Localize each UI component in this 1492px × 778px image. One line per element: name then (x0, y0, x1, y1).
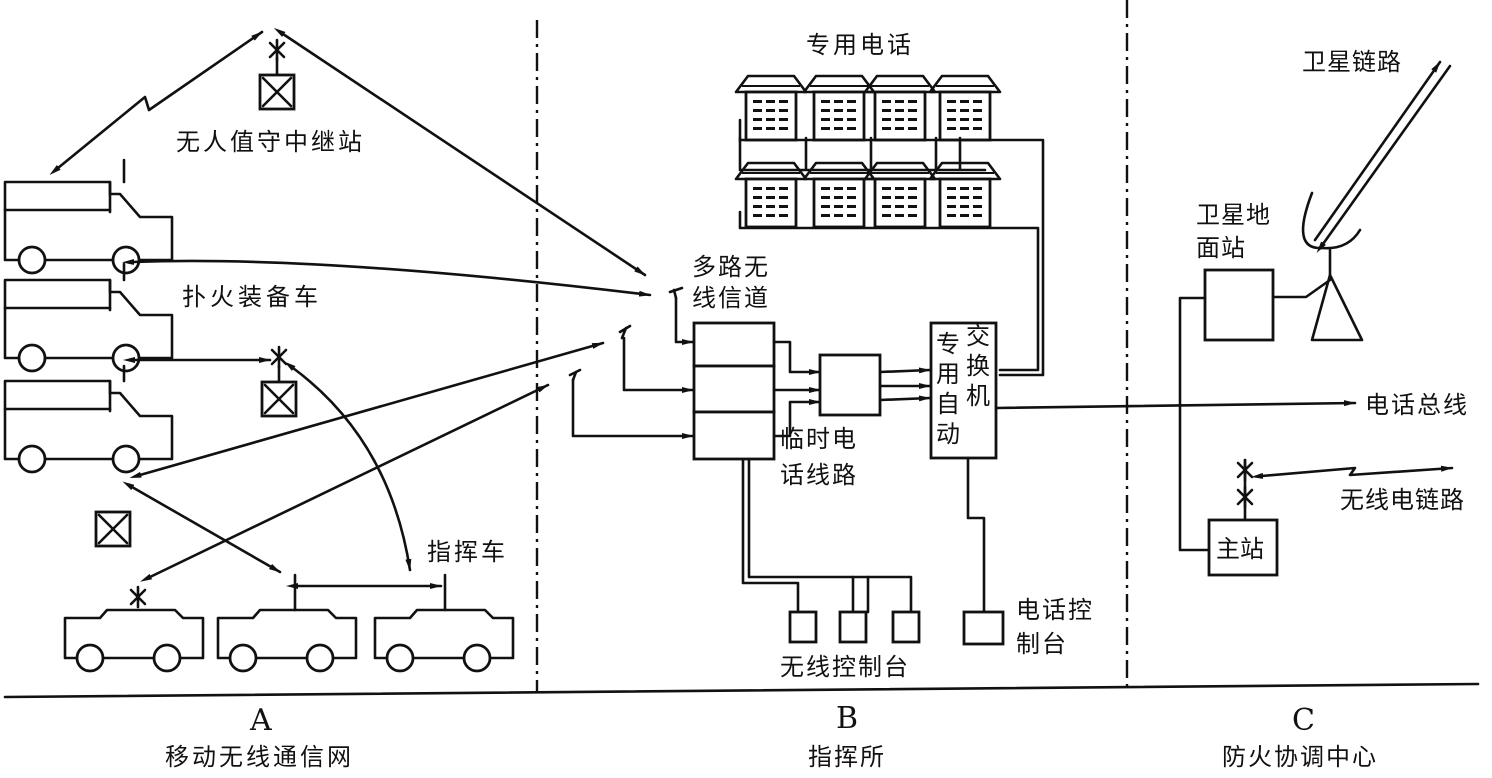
fire-trucks-label: 扑火装备车 (182, 283, 322, 311)
radio-channel-3 (692, 410, 776, 461)
satellite-link-label: 卫星链路 (1302, 48, 1402, 76)
dedicated-phones-label: 专用电话 (806, 31, 914, 59)
radio-console-wiring (741, 458, 913, 614)
svg-text:换: 换 (966, 352, 990, 380)
temp-phone-label-2: 话线路 (780, 461, 858, 489)
phone-row-1 (734, 74, 1002, 172)
svg-text:机: 机 (966, 382, 990, 410)
radio-link-truck-relay (49, 30, 264, 175)
channel3-to-temp (772, 399, 822, 438)
auto-exchange-label: 专 用 自 动 交 换 机 (936, 322, 990, 448)
phone-bus-label: 电话总线 (1365, 391, 1469, 419)
relay-station-low (94, 510, 132, 548)
section-a-name: 移动无线通信网 (165, 743, 354, 771)
channel1-to-temp (772, 340, 822, 375)
svg-text:动: 动 (936, 420, 960, 448)
radio-console-3 (891, 610, 921, 644)
svg-text:专: 专 (936, 330, 960, 358)
section-c-letter: C (1292, 703, 1315, 738)
phone-bus-line (994, 400, 1357, 410)
radio-console-2 (838, 610, 868, 644)
link-cross-car2 (122, 481, 282, 574)
phone-console-label-1: 电话控 (1016, 596, 1094, 624)
section-c-name: 防火协调中心 (1222, 743, 1378, 771)
radio-channel-1 (692, 321, 776, 368)
baseline (3, 682, 1480, 699)
exchange-to-console (966, 456, 986, 614)
satellite-link-beam (1313, 60, 1452, 253)
satellite-ground-label-2: 面站 (1196, 234, 1246, 262)
phone-line-row2 (738, 210, 1040, 372)
phone-console-label-2: 制台 (1016, 630, 1068, 658)
fire-truck-2 (3, 262, 174, 373)
link-relay-to-hq (273, 27, 647, 277)
section-a-letter: A (249, 703, 272, 738)
command-car-label: 指挥车 (427, 538, 508, 566)
radio-console-label: 无线控制台 (780, 653, 910, 681)
section-b-name: 指挥所 (808, 743, 886, 771)
radio-link-zigzag (1251, 465, 1454, 479)
link-relay-command-car (284, 361, 412, 572)
relay-station-top (258, 38, 296, 111)
radio-antennas (568, 286, 695, 439)
section-b-letter: B (836, 701, 858, 736)
fire-truck-1 (3, 158, 174, 275)
satellite-ground-station-box (1203, 268, 1275, 342)
link-truck2-hq (122, 258, 652, 297)
temp-phone-label-1: 临时电 (780, 425, 858, 453)
radio-channel-2 (692, 364, 776, 414)
temp-phone-line-box (818, 353, 882, 417)
main-station-label: 主站 (1216, 535, 1264, 563)
phone-row-2 (734, 161, 1002, 229)
phone-console (962, 610, 1005, 646)
relay-station-mid (260, 345, 298, 418)
satellite-dish-icon (1271, 191, 1364, 342)
satellite-ground-label-1: 卫星地 (1196, 201, 1271, 229)
radio-console-1 (788, 610, 818, 644)
svg-text:交: 交 (966, 322, 990, 350)
relay-station-label: 无人值守中继站 (176, 128, 365, 156)
svg-text:自: 自 (936, 390, 960, 418)
svg-text:用: 用 (936, 360, 960, 388)
multi-radio-label-1: 多路无 (692, 253, 770, 281)
temp-to-exchange (878, 367, 932, 402)
main-station-box (1207, 518, 1279, 577)
car-1 (63, 585, 205, 673)
multi-radio-label-2: 线信道 (692, 284, 770, 312)
fire-truck-3 (3, 364, 174, 474)
auto-exchange-box (929, 321, 998, 460)
radio-channel-block (692, 321, 776, 461)
main-station-antenna (1236, 458, 1254, 522)
radio-link-label: 无线电链路 (1340, 486, 1465, 514)
car-3-command (373, 573, 515, 673)
phone-line-row1 (738, 118, 1045, 377)
car-2 (216, 573, 358, 673)
ground-station-to-main (1178, 296, 1212, 552)
